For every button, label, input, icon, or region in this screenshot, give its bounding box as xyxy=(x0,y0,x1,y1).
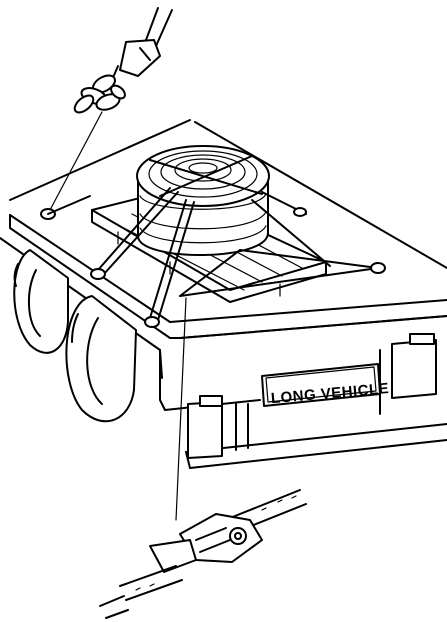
anchor-point xyxy=(90,268,106,280)
anchor-point xyxy=(144,316,160,328)
long-vehicle-plate: LONG VEHICLE xyxy=(261,363,390,407)
anchor-point xyxy=(293,207,307,217)
trailer-wheels xyxy=(13,249,137,423)
right-mudflap xyxy=(391,339,437,399)
anchor-point xyxy=(370,262,386,274)
left-mudflap xyxy=(187,401,223,459)
right-lamp xyxy=(409,333,435,345)
chain-hook-detail xyxy=(49,7,173,211)
lashings xyxy=(40,155,386,328)
ratchet-detail xyxy=(99,297,307,619)
left-lamp xyxy=(199,395,223,407)
